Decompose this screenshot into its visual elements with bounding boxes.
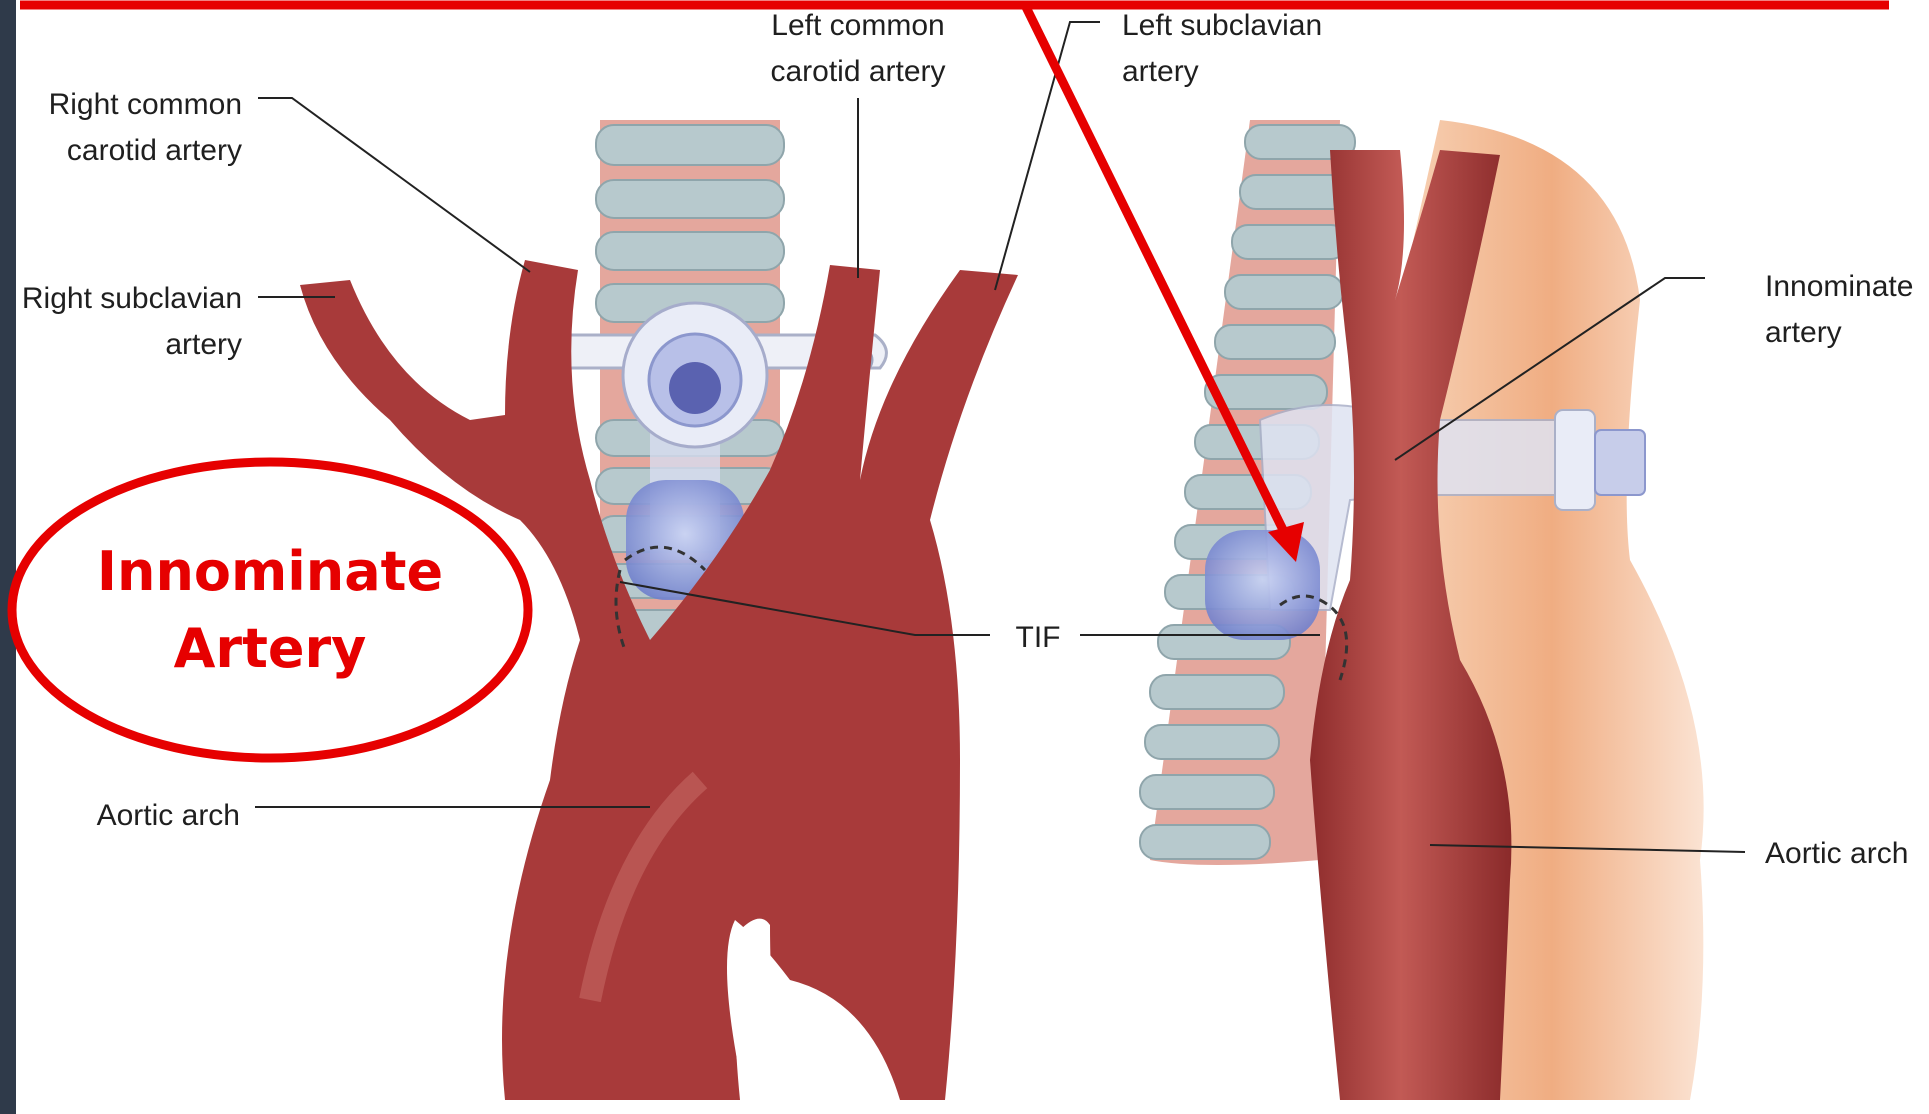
label-right-subclavian-2: artery — [165, 328, 242, 361]
label-left-subclavian-2: artery — [1122, 55, 1199, 88]
label-right-subclavian-1: Right subclavian — [22, 282, 242, 315]
label-left-subclavian-1: Left subclavian — [1122, 9, 1322, 42]
label-tif: TIF — [1016, 621, 1061, 654]
label-left-common-carotid-2: carotid artery — [770, 55, 945, 88]
label-innominate-artery-2: artery — [1765, 316, 1842, 349]
label-right-common-carotid-1: Right common — [49, 88, 242, 121]
callout-line-1: Innominate — [97, 540, 443, 603]
label-right-common-carotid-2: carotid artery — [67, 134, 242, 167]
callout-line-2: Artery — [174, 617, 367, 680]
label-left-common-carotid-1: Left common — [771, 9, 944, 42]
label-aortic-arch-front: Aortic arch — [97, 799, 240, 832]
label-aortic-arch-side: Aortic arch — [1765, 837, 1908, 870]
label-innominate-artery-1: Innominate — [1765, 270, 1913, 303]
